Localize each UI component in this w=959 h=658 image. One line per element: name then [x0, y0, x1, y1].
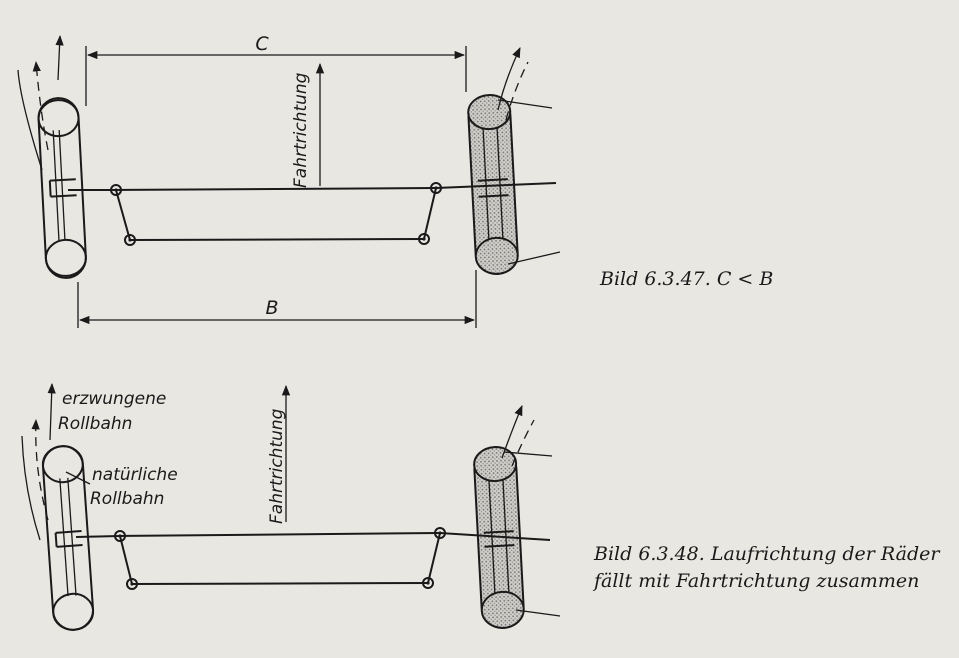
caption-top: Bild 6.3.47. C < B — [599, 268, 773, 290]
joint — [430, 182, 442, 194]
direction-label-top: Fahrtrichtung — [291, 72, 311, 188]
caption-bottom-line-1: Bild 6.3.48. Laufrichtung der Räder — [593, 543, 941, 565]
forced-line-label-2: Rollbahn — [58, 414, 132, 434]
joint — [114, 530, 126, 542]
natural-line-label-2: Rollbahn — [90, 489, 164, 509]
natural-line-label-1: natürliche — [92, 465, 178, 485]
figure-top: C B Fahrtrichtung Bild 6.3.47. C < B — [17, 33, 773, 328]
joint — [110, 184, 122, 196]
right-wheel-bottom — [473, 446, 525, 629]
joint — [124, 234, 136, 246]
joint — [434, 527, 446, 539]
left-wheel-top — [37, 97, 87, 279]
dimension-b-label: B — [265, 297, 278, 319]
caption-bottom-line-2: fällt mit Fahrtrichtung zusammen — [592, 570, 919, 592]
dimension-c-label: C — [255, 33, 269, 55]
direction-label-bottom: Fahrtrichtung — [267, 408, 287, 524]
forced-line-label-1: erzwungene — [62, 389, 166, 409]
figure-bottom: erzwungene Rollbahn natürliche Rollbahn … — [21, 382, 941, 631]
joint — [126, 578, 138, 590]
joint — [422, 577, 434, 589]
joint — [418, 233, 430, 245]
